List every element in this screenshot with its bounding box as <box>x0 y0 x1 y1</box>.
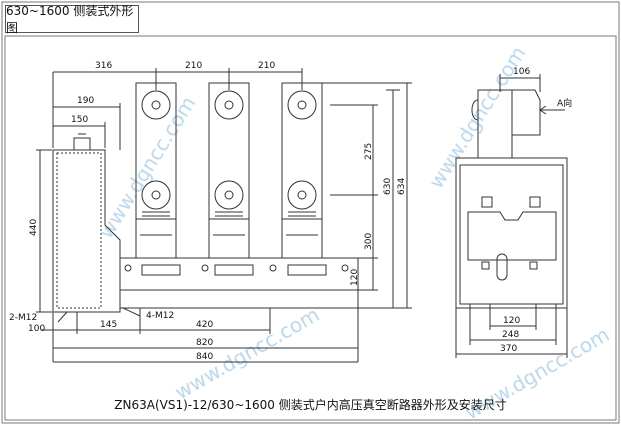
dim-440: 440 <box>29 219 39 236</box>
dim-300: 300 <box>364 233 374 250</box>
pole-2 <box>208 82 250 258</box>
base-window-3 <box>287 264 327 276</box>
dim-248: 248 <box>502 330 519 340</box>
side-view-panel <box>459 164 564 305</box>
side-view-body <box>455 157 568 309</box>
dim-820: 820 <box>196 338 213 348</box>
pole-3 <box>281 82 323 258</box>
dim-420: 420 <box>196 320 213 330</box>
dim-634: 634 <box>397 178 407 195</box>
watermark-2: www.dgncc.com <box>424 42 531 193</box>
watermark-1: www.dgncc.com <box>94 92 201 243</box>
dim-840: 840 <box>196 352 213 362</box>
drawing-caption: ZN63A(VS1)-12/630~1600 侧装式户内高压真空断路器外形及安装… <box>114 398 507 412</box>
dim-106: 106 <box>513 67 530 77</box>
dim-210a: 210 <box>185 61 202 71</box>
dim-a-direction: A向 <box>557 97 572 109</box>
page-title: 630~1600 侧装式外形图 <box>5 4 139 35</box>
base-window-1 <box>141 264 181 276</box>
dim-4m12: 4-M12 <box>146 311 174 321</box>
side-view-lever <box>467 211 557 261</box>
dim-120v: 120 <box>350 269 360 286</box>
dim-630: 630 <box>383 178 393 195</box>
dim-150: 150 <box>71 115 88 125</box>
dim-275: 275 <box>364 143 374 160</box>
dim-316: 316 <box>95 61 112 71</box>
side-view-bushing <box>477 89 513 159</box>
dim-210b: 210 <box>258 61 275 71</box>
inner-border <box>4 35 617 421</box>
dim-145: 145 <box>100 320 117 330</box>
top-terminal <box>73 137 91 151</box>
pole-1 <box>135 82 177 258</box>
dim-370: 370 <box>500 344 517 354</box>
side-plate <box>56 152 102 309</box>
watermark-3: www.dgncc.com <box>171 302 324 404</box>
dim-190: 190 <box>77 96 94 106</box>
base-body <box>119 257 359 309</box>
dim-100: 100 <box>28 324 45 334</box>
dim-120h: 120 <box>503 316 520 326</box>
watermark-group: www.dgncc.com www.dgncc.com www.dgncc.co… <box>94 42 614 424</box>
base-window-2 <box>214 264 254 276</box>
dim-2m12: 2-M12 <box>9 313 37 323</box>
